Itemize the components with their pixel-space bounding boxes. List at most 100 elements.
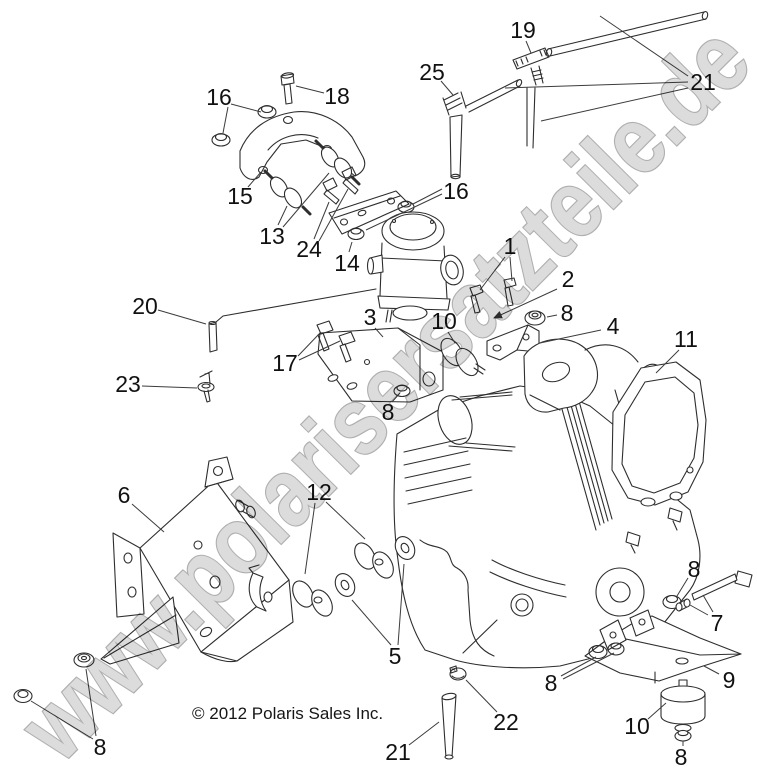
intake-boot: [523, 338, 639, 413]
callout-label-21: 21: [690, 69, 716, 95]
callout-leader-8: [85, 668, 97, 737]
callout-leader-19: [525, 40, 532, 54]
callout-label-21: 21: [385, 739, 411, 765]
callout-leader-15: [247, 171, 262, 188]
callout-leader-8: [391, 392, 401, 403]
rubber-mount-10-upper: [440, 337, 486, 377]
callout-leader-4: [539, 329, 602, 344]
callout-leader-12: [325, 501, 366, 540]
callout-leader-5: [351, 599, 392, 646]
callout-leader-21: [504, 81, 689, 89]
flange-nut-8-under-plate: [393, 384, 411, 398]
callout-label-9: 9: [723, 667, 736, 693]
callout-leader-13: [277, 205, 288, 226]
callout-leader-13: [282, 172, 330, 228]
push-pin-23: [197, 370, 215, 403]
callout-leader-9: [703, 665, 720, 675]
callout-label-23: 23: [115, 371, 141, 397]
rubber-bushing-13-a: [263, 169, 312, 216]
front-mount-bracket-6: [100, 456, 294, 665]
callout-label-13: 13: [259, 223, 285, 249]
callout-leader-24: [313, 201, 330, 240]
coolant-hoses: [489, 559, 567, 617]
elbow-fitting: [442, 79, 523, 180]
callout-label-11: 11: [674, 326, 698, 352]
callout-label-10: 10: [624, 713, 650, 739]
rear-mount-bracket-9: [584, 609, 742, 684]
callout-label-7: 7: [711, 610, 724, 636]
callout-label-8: 8: [545, 670, 558, 696]
callout-leader-14: [348, 241, 353, 253]
output-hub: [595, 567, 645, 617]
callout-label-24: 24: [296, 236, 322, 262]
callout-label-8: 8: [675, 744, 688, 770]
engine-assembly: [393, 338, 707, 669]
upper-mount-bracket: [239, 110, 366, 180]
callout-label-20: 20: [132, 293, 158, 319]
callout-leader-18: [295, 85, 325, 94]
callout-label-12: 12: [306, 479, 332, 505]
callout-label-8: 8: [688, 556, 701, 582]
hex-nut-8-near-carb: [524, 310, 546, 326]
flange-nut-16-a: [257, 104, 277, 119]
callout-label-18: 18: [324, 83, 350, 109]
callout-leader-3: [374, 327, 384, 338]
carburetor: [366, 211, 464, 323]
callout-label-10: 10: [431, 308, 457, 334]
callout-leader-23: [141, 385, 198, 389]
callout-leader-21: [599, 15, 689, 77]
callout-leader-1: [479, 256, 506, 291]
callout-label-5: 5: [389, 643, 402, 669]
bolt-24-b: [341, 166, 359, 195]
flange-nut-8-left-b: [13, 688, 33, 704]
callout-label-6: 6: [118, 482, 131, 508]
rubber-mount-12-b: [354, 542, 394, 579]
bolt-17-a: [316, 320, 334, 352]
callout-leader-17: [298, 340, 341, 361]
callout-leader-16: [412, 188, 443, 205]
callout-leader-16: [230, 103, 262, 113]
callout-leader-2: [493, 288, 558, 319]
copyright-text: © 2012 Polaris Sales Inc.: [192, 704, 383, 723]
callout-label-25: 25: [419, 59, 445, 85]
bolt-17-b: [338, 331, 356, 363]
bolt-24-a: [322, 177, 340, 205]
callout-label-2: 2: [562, 266, 575, 292]
callout-leader-8: [562, 652, 615, 680]
callout-leader-12: [304, 502, 316, 575]
callout-leader-22: [465, 679, 498, 713]
washer-5-b: [394, 536, 416, 560]
bolt-18: [280, 72, 295, 105]
callout-leader-8: [30, 700, 94, 740]
starter-motor: [403, 391, 516, 505]
flange-nut-8-pair-a: [588, 644, 608, 660]
bolt-1-b: [503, 277, 517, 307]
bracket-4: [486, 324, 540, 361]
callout-label-8: 8: [94, 734, 107, 760]
install-line: [215, 288, 377, 323]
callout-label-14: 14: [334, 250, 360, 276]
callout-leader-24: [318, 188, 349, 242]
callout-leader-20: [157, 309, 207, 325]
callout-label-8: 8: [382, 399, 395, 425]
callout-label-8: 8: [561, 300, 574, 326]
rubber-mount-12-a: [292, 580, 333, 617]
callout-leader-6: [131, 503, 165, 533]
bolt-1-a: [469, 284, 484, 314]
callout-label-19: 19: [510, 17, 536, 43]
case-studs: [625, 507, 683, 554]
callout-label-22: 22: [493, 709, 519, 735]
callout-label-16: 16: [443, 178, 469, 204]
flange-nut-16-d: [347, 227, 365, 241]
callout-leader-10: [447, 331, 456, 344]
callout-leader-16: [222, 106, 229, 134]
fuel-line-tube-vertical: [526, 87, 536, 149]
t-fitting: [512, 47, 550, 86]
callout-leader-16: [365, 193, 443, 231]
callout-leader-1: [509, 256, 513, 282]
bolt-7: [675, 570, 753, 612]
callout-leader-7: [702, 594, 714, 613]
rubber-bushing-13-b: [314, 139, 361, 186]
